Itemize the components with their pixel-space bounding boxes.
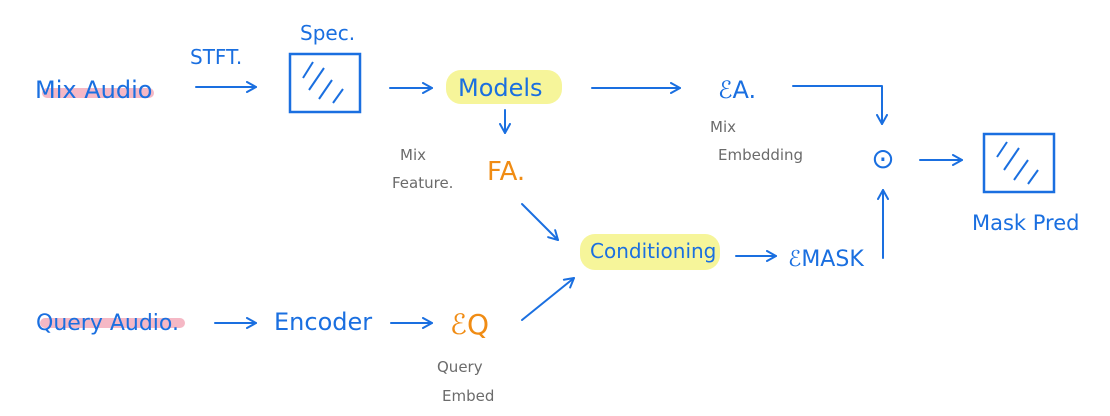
models-highlight (446, 70, 562, 104)
mix-embedding-note-line2: Embedding (718, 146, 803, 164)
models-label: Models (458, 74, 543, 102)
query-audio-highlight (40, 318, 185, 328)
mix-feature-note-line1: Mix (400, 146, 426, 164)
mix-audio-label: Mix Audio (35, 76, 152, 104)
query-embed-note-line2: Embed (442, 387, 494, 405)
encoder-label: Encoder (274, 308, 372, 336)
spec-label: Spec. (300, 21, 355, 45)
mask-spectrogram-icon (982, 132, 1056, 194)
stft-label: STFT. (190, 45, 242, 69)
mix-feature-note-line2: Feature. (392, 174, 453, 192)
emask-label: ℰMASK (788, 247, 864, 272)
query-audio-label: Query Audio. (36, 311, 179, 336)
eq-label: ℰQ (450, 308, 489, 341)
arrow-fa-to-conditioning (521, 203, 559, 241)
fa-label: FA. (487, 157, 525, 187)
mix-embedding-note-line1: Mix (710, 118, 736, 136)
odot-operator: ⊙ (871, 142, 894, 175)
mix-audio-highlight (42, 88, 154, 98)
conditioning-highlight (580, 234, 720, 270)
arrow-ea-to-odot (792, 85, 888, 125)
mask-pred-label: Mask Pred (972, 211, 1079, 235)
spectrogram-icon (288, 52, 362, 114)
ea-label: ℰA. (718, 76, 756, 104)
conditioning-label: Conditioning (590, 239, 716, 263)
arrow-eq-to-conditioning (521, 277, 575, 321)
query-embed-note-line1: Query (437, 358, 483, 376)
